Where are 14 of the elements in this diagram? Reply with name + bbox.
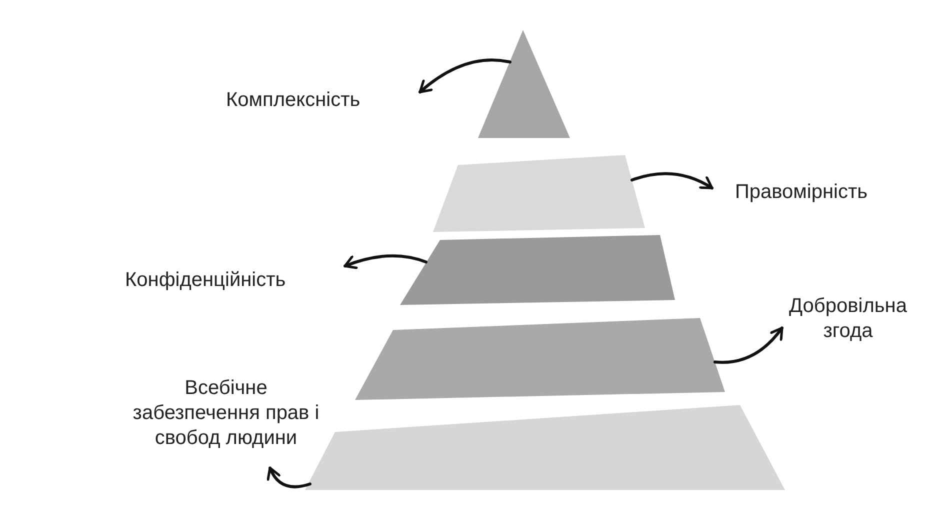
pyramid-tier — [400, 235, 675, 305]
tier-label: Правомірність — [735, 180, 868, 205]
curved-arrow — [418, 58, 512, 94]
curved-arrow — [344, 254, 428, 270]
pyramid-tier — [355, 318, 725, 400]
curved-arrow — [267, 466, 312, 488]
curved-arrow — [714, 326, 784, 364]
tier-label: Добровільна згода — [778, 294, 918, 344]
pyramid-tier — [433, 155, 645, 232]
pyramid-tier — [478, 30, 570, 138]
tier-label: Конфіденційність — [125, 268, 286, 293]
curved-arrow — [630, 172, 714, 190]
tier-label: Комплексність — [226, 88, 360, 113]
tier-label: Всебічне забезпечення прав і свобод людини — [120, 376, 332, 451]
